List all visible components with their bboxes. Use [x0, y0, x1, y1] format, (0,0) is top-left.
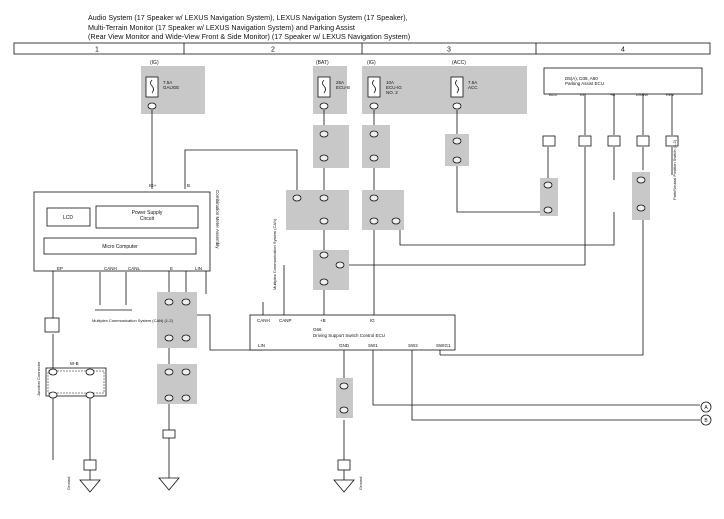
- column-1-label: 1: [95, 47, 99, 54]
- fuse-ecu-b: (BAT) 25A ECU-B: [313, 60, 350, 114]
- svg-text:CANH: CANH: [257, 318, 270, 323]
- svg-text:(ACC): (ACC): [452, 60, 466, 66]
- svg-text:E: E: [170, 266, 173, 271]
- svg-text:CANL: CANL: [128, 266, 141, 271]
- fuse-gauge: (IG) 7.5A GAUGE: [141, 60, 205, 114]
- can-bus-label-vertical: Multiplex Communication System (CAN): [272, 218, 277, 290]
- svg-text:GND: GND: [339, 343, 350, 348]
- title-line-1: Audio System (17 Speaker w/ LEXUS Naviga…: [88, 13, 408, 22]
- svg-text:NO. 2: NO. 2: [386, 90, 398, 95]
- svg-text:10A: 10A: [386, 80, 394, 85]
- svg-text:+B: +B: [610, 92, 615, 97]
- column-2-label: 2: [271, 47, 275, 54]
- parking-assist-ecu: D5(A), D38, A60 Parking Assist ECU ACC I…: [542, 67, 703, 200]
- svg-text:B: B: [187, 183, 190, 188]
- svg-text:CANH: CANH: [104, 266, 117, 271]
- column-4-label: 4: [621, 47, 625, 54]
- svg-text:SW2: SW2: [408, 343, 418, 348]
- svg-text:A: A: [704, 405, 708, 411]
- combination-meter: LCD Power Supply Circuit Micro Computer …: [33, 183, 220, 272]
- meter-power-supply: [95, 205, 199, 229]
- title-line-3: (Rear View Monitor and Wide-View Front &…: [88, 32, 411, 42]
- svg-text:Combination Meter Assembly: Combination Meter Assembly: [215, 190, 220, 249]
- svg-text:G66: G66: [313, 327, 322, 332]
- svg-text:Circuit: Circuit: [140, 216, 155, 222]
- svg-text:7.5A: 7.5A: [163, 80, 172, 85]
- svg-text:ECU-B: ECU-B: [336, 85, 350, 90]
- svg-text:REV: REV: [666, 92, 675, 97]
- meter-micro-computer: [43, 237, 197, 255]
- diagram-title: Audio System (17 Speaker w/ LEXUS Naviga…: [88, 13, 648, 42]
- ref-a: A: [700, 401, 712, 413]
- svg-text:25A: 25A: [336, 80, 344, 85]
- title-line-2: Multi-Terrain Monitor (17 Speaker w/ LEX…: [88, 22, 355, 32]
- svg-text:Junction Connector: Junction Connector: [36, 361, 41, 396]
- svg-text:D5(A), D38, A60: D5(A), D38, A60: [565, 76, 598, 81]
- svg-text:(BAT): (BAT): [316, 60, 329, 66]
- driving-support-switch-ecu: CANH CANP +B IG G66 Driving Support Swit…: [249, 314, 456, 351]
- svg-text:Parking Assist ECU: Parking Assist ECU: [565, 81, 604, 86]
- ground-symbols: Ground Ground: [66, 429, 363, 493]
- svg-text:+B: +B: [320, 318, 326, 323]
- svg-text:IG+: IG+: [149, 183, 157, 188]
- svg-text:(IG): (IG): [367, 60, 376, 66]
- svg-text:CANP: CANP: [279, 318, 292, 323]
- svg-text:GAUGE: GAUGE: [163, 85, 179, 90]
- svg-text:Driving Support Switch Control: Driving Support Switch Control ECU: [313, 333, 385, 338]
- svg-text:IG: IG: [370, 318, 375, 323]
- can-bus-label: Multiplex Communication System (CAN) (1-…: [92, 318, 174, 323]
- wiring: [52, 81, 700, 470]
- svg-text:LCD: LCD: [63, 215, 73, 221]
- svg-text:Park/Neutral Position Switch (: Park/Neutral Position Switch (1-2): [672, 139, 677, 200]
- svg-text:B: B: [704, 418, 708, 424]
- fuse-ecu-ig-no2: (IG) 10A ECU-IG NO. 2: [362, 60, 527, 114]
- fuse-acc: (ACC) 7.5A ACC: [450, 60, 478, 110]
- svg-text:ACC: ACC: [468, 85, 478, 90]
- svg-text:W-B: W-B: [70, 361, 79, 366]
- svg-text:Ground: Ground: [66, 477, 71, 490]
- ref-b: B: [700, 414, 712, 426]
- svg-text:DSSW: DSSW: [636, 92, 648, 97]
- svg-text:Ground: Ground: [358, 477, 363, 490]
- svg-text:(IG): (IG): [150, 60, 159, 66]
- svg-text:EP: EP: [57, 266, 63, 271]
- svg-text:Power Supply: Power Supply: [132, 210, 163, 216]
- meter-lcd: [46, 207, 91, 227]
- svg-text:ECU-IG: ECU-IG: [386, 85, 402, 90]
- svg-text:LIN: LIN: [258, 343, 265, 348]
- junction-blocks: [157, 125, 650, 418]
- svg-text:LIN: LIN: [195, 266, 202, 271]
- svg-text:Micro Computer: Micro Computer: [102, 244, 138, 250]
- column-3-label: 3: [447, 47, 451, 54]
- svg-text:SWIG1: SWIG1: [436, 343, 451, 348]
- svg-text:ACC: ACC: [549, 92, 558, 97]
- svg-text:SW1: SW1: [368, 343, 378, 348]
- svg-text:7.5A: 7.5A: [468, 80, 477, 85]
- svg-text:IG: IG: [580, 92, 584, 97]
- junction-connector: W-B Junction Connector: [36, 317, 107, 399]
